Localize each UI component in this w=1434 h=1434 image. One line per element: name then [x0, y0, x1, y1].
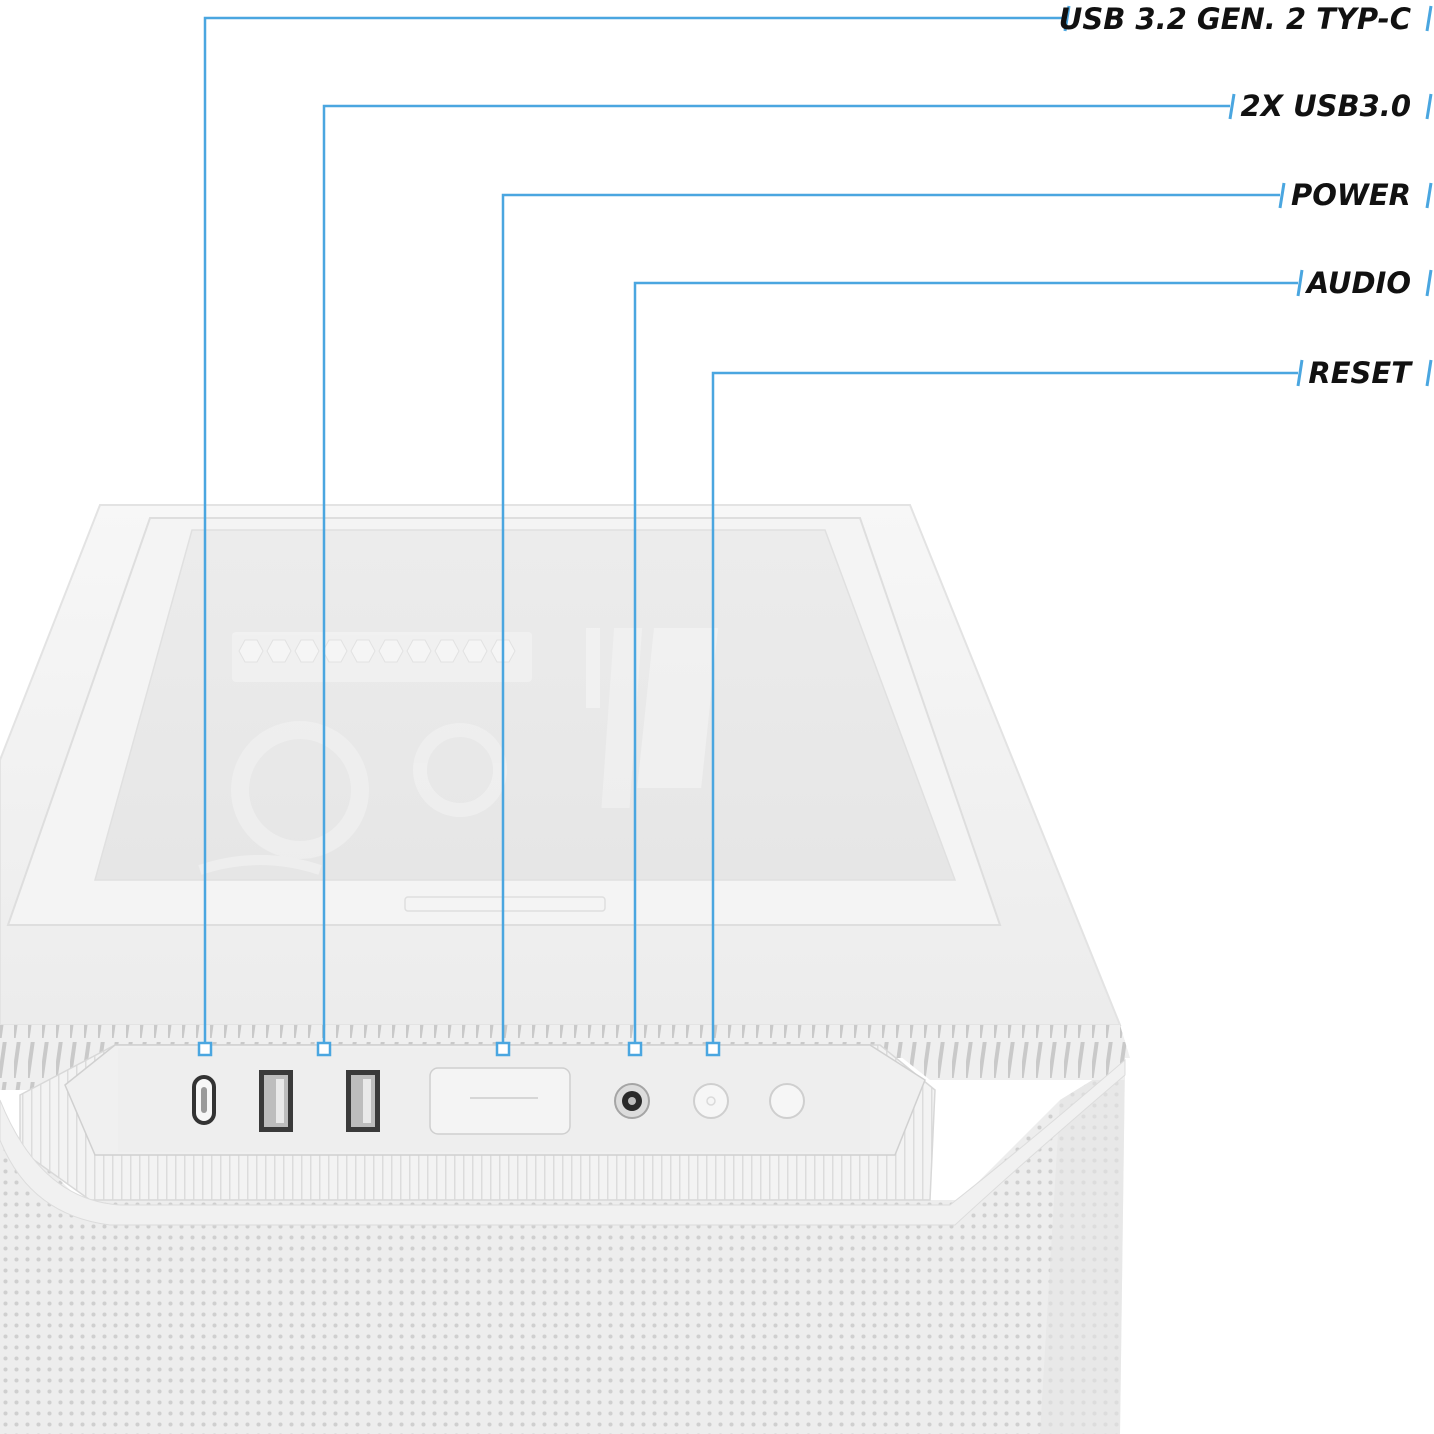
- usb3-port-1[interactable]: [259, 1070, 293, 1132]
- usb3-port-2[interactable]: [346, 1070, 380, 1132]
- faint-logo-mark: [404, 896, 606, 912]
- side-vent-left: [0, 1040, 110, 1090]
- power-button[interactable]: [429, 1067, 571, 1135]
- mesh-side-shade: [1040, 1060, 1125, 1434]
- label-audio: AUDIO: [1305, 266, 1411, 300]
- callout-usbc: USB 3.2 GEN. 2 TYP-C: [197, 2, 1433, 1057]
- bracket-left-usb3: [1228, 93, 1236, 120]
- side-vent-right: [880, 1040, 1125, 1080]
- top-glass-window: [94, 529, 957, 881]
- leader-line-power: [501, 193, 1280, 1048]
- anchor-reset: [705, 1041, 721, 1057]
- bracket-left-reset: [1296, 359, 1304, 387]
- callout-usb3: 2X USB3.0: [316, 89, 1433, 1057]
- callouts: USB 3.2 GEN. 2 TYP-C 2X USB3.0 POWER AUD…: [197, 2, 1433, 1057]
- internal-parts: [198, 628, 718, 875]
- label-usb3: 2X USB3.0: [1240, 89, 1411, 123]
- bracket-left-power: [1278, 182, 1286, 209]
- label-reset: RESET: [1308, 356, 1413, 390]
- callout-audio: AUDIO: [627, 266, 1433, 1057]
- label-power: POWER: [1291, 178, 1411, 212]
- bracket-right-reset: [1425, 359, 1433, 387]
- leader-line-reset: [711, 371, 1298, 1048]
- audio-jack[interactable]: [614, 1083, 650, 1119]
- bracket-right-usb3: [1425, 93, 1433, 120]
- front-io-ports: [192, 1067, 805, 1135]
- anchor-usbc: [197, 1041, 213, 1057]
- label-usbc: USB 3.2 GEN. 2 TYP-C: [1059, 2, 1411, 36]
- leader-line-usb3: [322, 104, 1230, 1048]
- leader-line-audio: [633, 281, 1298, 1048]
- pc-case: [0, 504, 1130, 1434]
- reset-button[interactable]: [693, 1083, 729, 1119]
- usb-c-port-tongue: [201, 1087, 207, 1113]
- bracket-right-power: [1425, 182, 1433, 209]
- callout-reset: RESET: [705, 356, 1433, 1057]
- io-bezel-lip: [0, 1058, 1126, 1226]
- extra-round-button[interactable]: [769, 1083, 805, 1119]
- leader-line-usbc: [203, 16, 1065, 1048]
- bracket-left-audio: [1296, 269, 1304, 297]
- anchor-audio: [627, 1041, 643, 1057]
- front-mesh-panel: [0, 1060, 1125, 1434]
- bracket-left-usbc: [1063, 5, 1071, 32]
- anchor-power: [495, 1041, 511, 1057]
- anchor-usb3: [316, 1041, 332, 1057]
- bracket-right-usbc: [1425, 5, 1433, 32]
- bracket-right-audio: [1425, 269, 1433, 297]
- callout-power: POWER: [495, 178, 1433, 1057]
